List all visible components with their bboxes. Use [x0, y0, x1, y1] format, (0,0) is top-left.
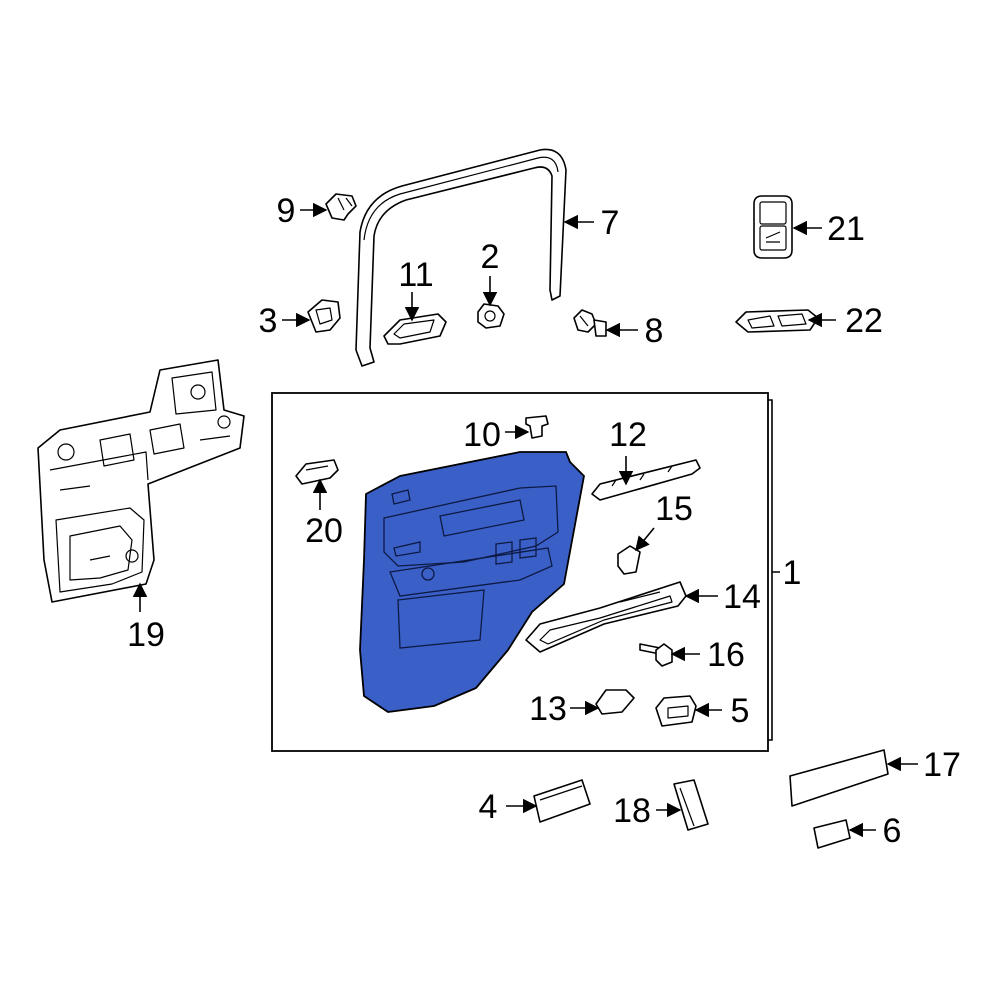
trim-strip-part [591, 459, 701, 501]
assembly-group-box [271, 392, 769, 752]
callout-3: 3 [259, 302, 278, 340]
plug-part [813, 819, 851, 849]
callout-16: 16 [707, 636, 745, 674]
callout-8: 8 [645, 312, 664, 350]
callout-7: 7 [601, 204, 620, 242]
callout-10: 10 [463, 416, 501, 454]
cover-part [533, 779, 591, 823]
callout-5: 5 [731, 692, 750, 730]
trim-molding-part [789, 749, 889, 807]
callout-labels: 9 2 7 21 11 3 8 22 10 12 20 15 1 14 16 1… [127, 192, 961, 850]
callout-4: 4 [479, 788, 498, 826]
push-pin-part [573, 309, 607, 337]
pad-part [673, 779, 709, 831]
switch-bezel-part [735, 309, 819, 333]
leader-15 [635, 527, 655, 552]
callout-21: 21 [827, 210, 865, 248]
bracket-part [307, 299, 341, 333]
window-channel-part [355, 148, 567, 367]
leader-arrows [132, 202, 918, 838]
callout-15: 15 [655, 490, 693, 528]
pull-cup-part [383, 313, 447, 345]
callout-19: 19 [127, 616, 165, 654]
callout-17: 17 [923, 746, 961, 784]
door-inner-panel-part [37, 359, 245, 603]
small-bracket-part [295, 459, 339, 485]
door-trim-panel-part [359, 451, 585, 713]
callout-14: 14 [723, 578, 761, 616]
callout-1: 1 [783, 554, 802, 592]
assembly-bracket [768, 399, 780, 741]
callout-6: 6 [883, 812, 902, 850]
callout-12: 12 [609, 416, 647, 454]
screw-part [639, 643, 673, 667]
retainer-part [617, 545, 641, 575]
window-switch-part [753, 195, 793, 259]
callout-2: 2 [481, 238, 500, 276]
callout-22: 22 [845, 302, 883, 340]
callout-20: 20 [305, 512, 343, 550]
clip-part [325, 193, 357, 221]
trim-clip-part [525, 415, 549, 439]
switch-trim-part [655, 695, 697, 727]
armrest-clip-part [595, 689, 635, 715]
callout-18: 18 [613, 792, 651, 830]
callout-13: 13 [529, 690, 567, 728]
callout-9: 9 [277, 192, 296, 230]
callout-11: 11 [398, 256, 433, 294]
nut-part [477, 303, 505, 329]
